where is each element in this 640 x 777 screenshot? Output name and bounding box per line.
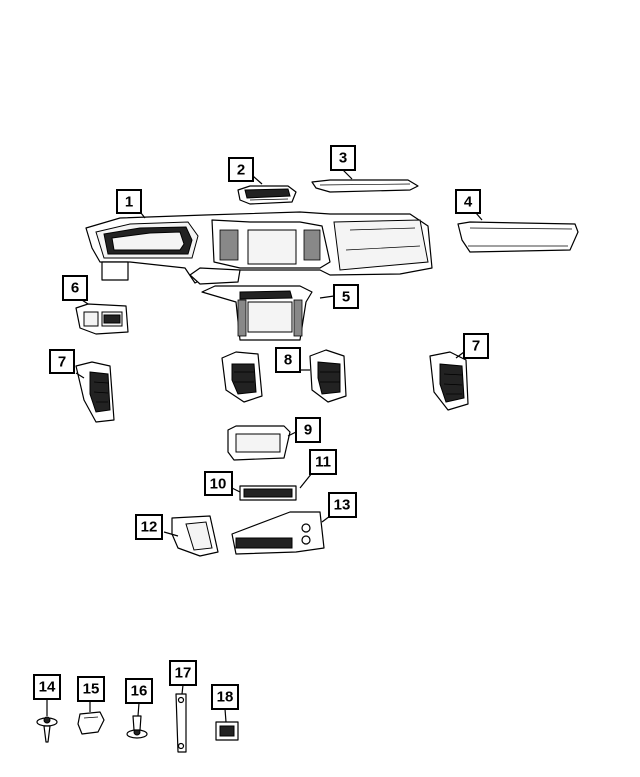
callout-6: 6 — [62, 275, 88, 301]
callout-label: 5 — [342, 289, 350, 306]
callout-15: 15 — [77, 676, 105, 702]
part-lower-console-trim — [231, 511, 325, 555]
callout-2: 2 — [228, 157, 254, 182]
leader-lines — [46, 169, 483, 723]
callout-16: 16 — [125, 678, 153, 704]
callout-label: 1 — [125, 194, 133, 211]
callout-7-left: 7 — [49, 349, 75, 374]
part-glove-box — [457, 221, 579, 253]
part-center-bezel-top — [237, 185, 297, 205]
callout-label: 3 — [339, 150, 347, 167]
callout-5: 5 — [333, 284, 359, 309]
callout-label: 7 — [58, 354, 66, 371]
callout-17: 17 — [169, 660, 197, 686]
callout-label: 14 — [39, 679, 56, 696]
part-right-outboard-vent — [429, 351, 469, 411]
callout-label: 2 — [237, 162, 245, 179]
callout-label: 12 — [141, 519, 158, 536]
callout-label: 8 — [284, 352, 292, 369]
callout-label: 17 — [175, 665, 192, 682]
callout-3: 3 — [330, 145, 356, 171]
callout-label: 9 — [304, 422, 312, 439]
part-lower-left-bezel — [171, 515, 219, 557]
part-center-bezel — [227, 425, 291, 461]
callout-label: 10 — [210, 476, 227, 493]
callout-label: 16 — [131, 683, 148, 700]
part-top-trim-strip — [311, 179, 419, 193]
callout-18: 18 — [211, 684, 239, 710]
callout-12: 12 — [135, 514, 163, 540]
callout-9: 9 — [295, 417, 321, 443]
callout-11: 11 — [309, 449, 337, 475]
callout-13: 13 — [328, 492, 357, 518]
callout-label: 7 — [472, 338, 480, 355]
part-center-vent-left — [221, 351, 263, 403]
part-switch-module — [239, 485, 297, 501]
part-instrument-panel — [85, 211, 433, 285]
callout-label: 15 — [83, 681, 100, 698]
callout-label: 13 — [334, 497, 351, 514]
part-bracket — [175, 693, 187, 753]
callout-7-right: 7 — [463, 333, 489, 359]
callout-14: 14 — [33, 674, 61, 700]
part-clip-nut — [215, 721, 239, 741]
callout-label: 4 — [464, 194, 473, 211]
callout-1: 1 — [116, 189, 142, 214]
callout-label: 18 — [217, 689, 234, 706]
callout-10: 10 — [204, 471, 233, 496]
part-left-outboard-vent — [75, 361, 115, 423]
part-left-switch-bezel — [75, 303, 129, 335]
part-screw — [126, 715, 148, 739]
callout-label: 6 — [71, 280, 79, 297]
part-center-vent-right — [309, 349, 347, 403]
callout-8: 8 — [275, 347, 301, 373]
part-center-stack-frame — [201, 285, 313, 341]
callout-label: 11 — [315, 454, 331, 471]
callout-4: 4 — [455, 189, 481, 214]
part-screw-washer — [36, 716, 58, 743]
part-push-clip — [77, 711, 105, 735]
